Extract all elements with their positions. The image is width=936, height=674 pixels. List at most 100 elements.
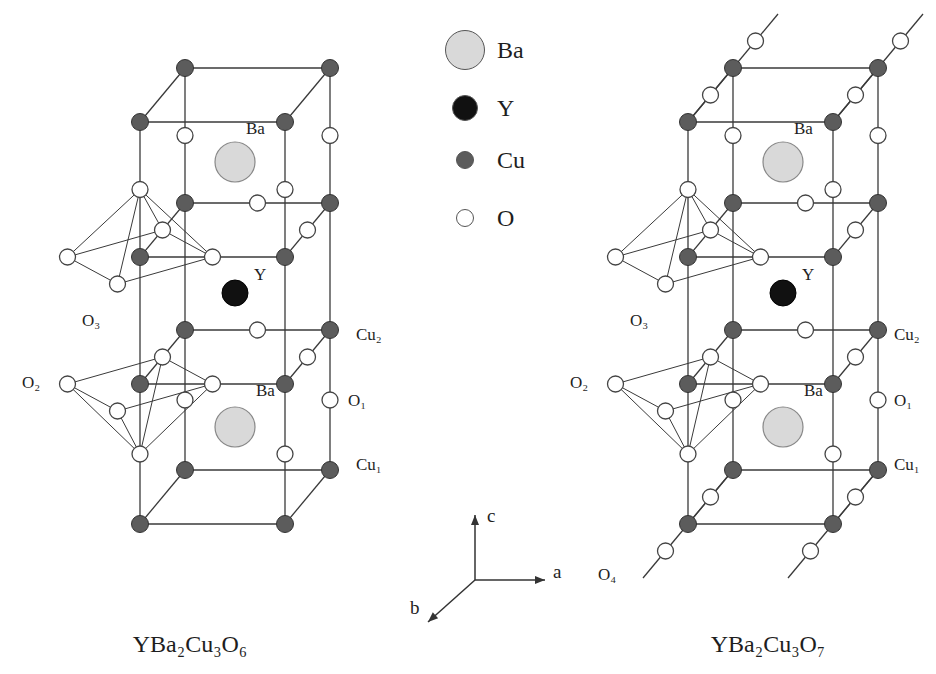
oxygen-atom bbox=[658, 276, 674, 292]
pyramid-edge bbox=[666, 257, 761, 284]
pyramid-edge bbox=[140, 357, 163, 454]
copper-atom bbox=[825, 249, 842, 266]
cell-edge bbox=[833, 470, 878, 524]
structure-caption: YBa₂Cu₃O₆ bbox=[133, 632, 247, 656]
barium-atom bbox=[763, 142, 803, 182]
pyramid-edge bbox=[68, 190, 141, 258]
oxygen-atom bbox=[680, 446, 696, 462]
copper-atom bbox=[725, 60, 742, 77]
cell-edge bbox=[140, 68, 185, 122]
chain-line bbox=[688, 470, 733, 524]
copper-atom bbox=[322, 60, 339, 77]
cell-edge bbox=[284, 257, 285, 384]
oxygen-atom bbox=[798, 195, 814, 211]
oxygen-atom bbox=[250, 195, 266, 211]
oxygen-atom bbox=[110, 276, 126, 292]
oxygen-atom bbox=[870, 392, 886, 408]
pyramid-edge bbox=[140, 384, 213, 454]
oxygen-atom bbox=[132, 446, 148, 462]
copper-atom bbox=[177, 322, 194, 339]
oxygen-atom bbox=[205, 249, 221, 265]
atom-label: O₃ bbox=[630, 312, 648, 329]
copper-atom bbox=[132, 376, 149, 393]
cell-edge bbox=[140, 330, 185, 384]
cell-edge bbox=[833, 203, 878, 257]
cell-edge bbox=[833, 330, 878, 384]
cell-edge bbox=[329, 203, 330, 330]
copper-atom bbox=[277, 114, 294, 131]
copper-atom bbox=[322, 322, 339, 339]
atom-label: O₂ bbox=[570, 374, 588, 391]
cell-edge bbox=[140, 523, 285, 524]
oxygen-atom bbox=[658, 403, 674, 419]
legend-text: Ba bbox=[497, 38, 524, 62]
yttrium-atom bbox=[222, 280, 248, 306]
copper-atom bbox=[680, 376, 697, 393]
oxygen-atom bbox=[608, 376, 624, 392]
cell-edge bbox=[285, 68, 330, 122]
oxygen-atom bbox=[725, 128, 741, 144]
atom-label: Cu₁ bbox=[894, 456, 920, 473]
copper-atom bbox=[680, 516, 697, 533]
cell-edge bbox=[688, 470, 733, 524]
axis-label: b bbox=[410, 598, 420, 617]
axis-arrowhead bbox=[428, 612, 438, 622]
cell-edge bbox=[688, 523, 833, 524]
oxygen-atom bbox=[893, 33, 909, 49]
copper-atom bbox=[825, 376, 842, 393]
cell-edge bbox=[687, 257, 688, 384]
oxygen-atom bbox=[250, 322, 266, 338]
copper-atom bbox=[132, 114, 149, 131]
barium-atom bbox=[215, 407, 255, 447]
axis-arrowhead bbox=[471, 515, 479, 525]
oxygen-atom bbox=[60, 249, 76, 265]
axis-label: a bbox=[553, 562, 561, 581]
oxygen-atom bbox=[848, 489, 864, 505]
oxygen-atom bbox=[277, 182, 293, 198]
atom-label: Cu₂ bbox=[356, 326, 382, 343]
cell-edge bbox=[832, 257, 833, 384]
atom-label: O₁ bbox=[894, 392, 912, 409]
legend-text: Cu bbox=[497, 148, 525, 172]
oxygen-atom bbox=[848, 87, 864, 103]
copper-atom bbox=[277, 249, 294, 266]
pyramid-edge bbox=[118, 190, 141, 285]
atoms bbox=[60, 33, 909, 559]
oxygen-atom bbox=[703, 349, 719, 365]
copper-atom bbox=[870, 462, 887, 479]
cell-edge bbox=[733, 469, 878, 470]
legend-text: O bbox=[497, 206, 514, 230]
atom-label: Ba bbox=[256, 382, 275, 399]
copper-atom bbox=[132, 516, 149, 533]
chain-line bbox=[643, 524, 688, 578]
chain-line bbox=[788, 524, 833, 578]
copper-atom bbox=[725, 322, 742, 339]
pyramid-edge bbox=[688, 357, 711, 454]
copper-atom bbox=[825, 516, 842, 533]
cell-edge bbox=[877, 203, 878, 330]
oxygen-atom bbox=[703, 87, 719, 103]
bond-lines bbox=[68, 14, 924, 622]
atom-label: Y bbox=[254, 266, 266, 283]
legend-swatch bbox=[452, 95, 478, 121]
legend-swatch bbox=[456, 209, 474, 227]
chain-line bbox=[733, 14, 778, 68]
oxygen-atom bbox=[608, 249, 624, 265]
chain-line bbox=[688, 68, 733, 122]
copper-atom bbox=[870, 322, 887, 339]
cell-edge bbox=[688, 68, 733, 122]
pyramid-edge bbox=[616, 384, 689, 454]
atom-label: O₃ bbox=[82, 312, 100, 329]
atom-label: O₄ bbox=[598, 566, 616, 583]
copper-atom bbox=[177, 195, 194, 212]
oxygen-atom bbox=[155, 222, 171, 238]
oxygen-atom bbox=[753, 376, 769, 392]
oxygen-atom bbox=[658, 543, 674, 559]
oxygen-atom bbox=[277, 446, 293, 462]
copper-atom bbox=[870, 60, 887, 77]
cell-edge bbox=[185, 67, 330, 68]
oxygen-atom bbox=[848, 222, 864, 238]
oxygen-atom bbox=[300, 349, 316, 365]
pyramid-edge bbox=[140, 190, 213, 258]
copper-atom bbox=[725, 195, 742, 212]
